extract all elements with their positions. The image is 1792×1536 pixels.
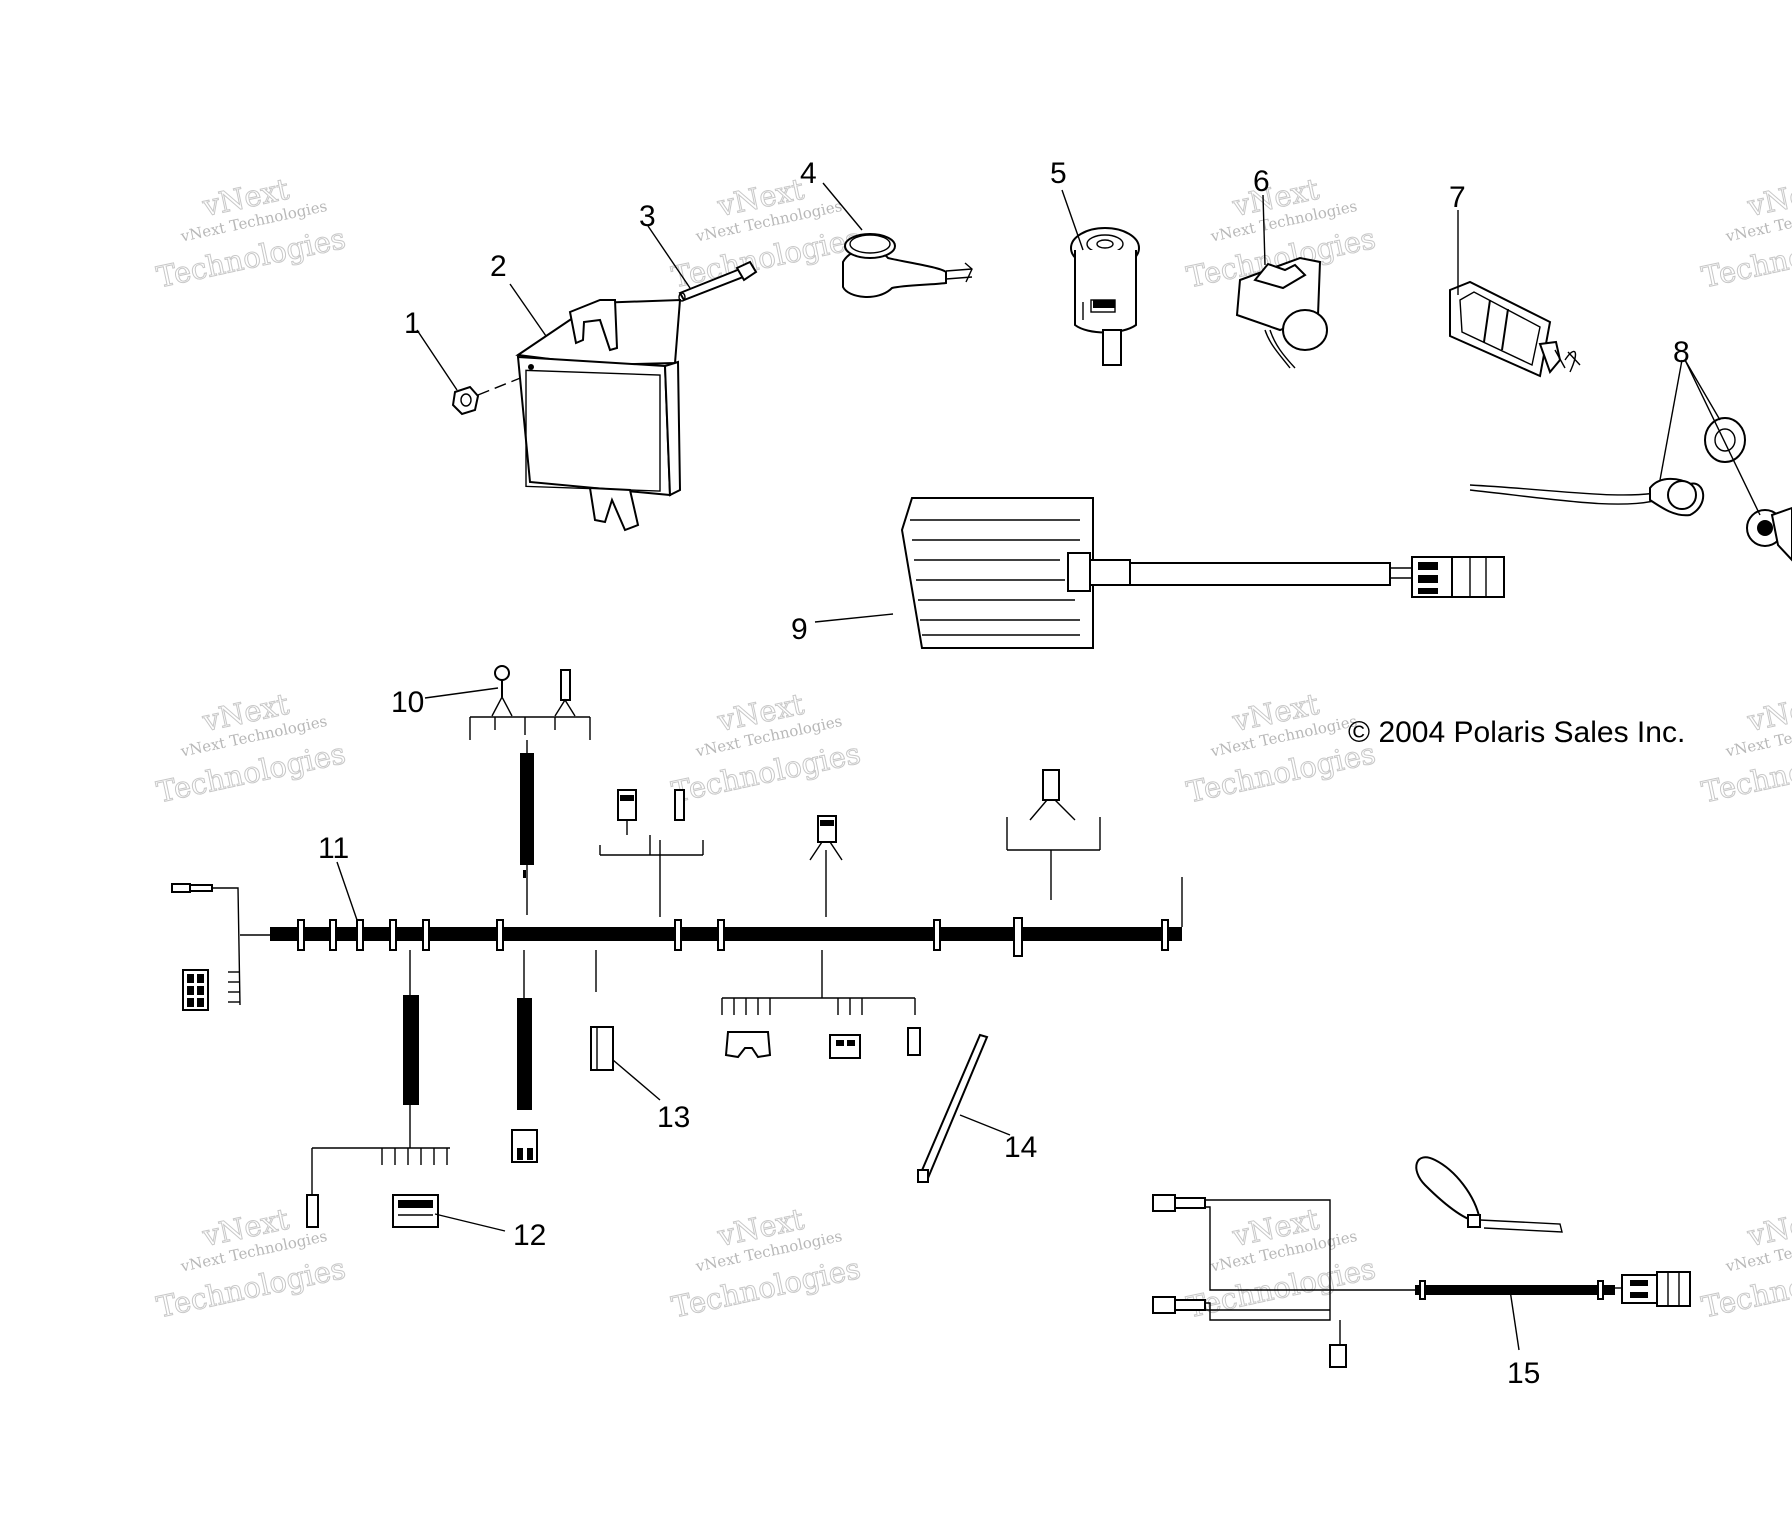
part-8-sensor [1469,417,1792,562]
callout-9: 9 [791,613,808,646]
part-9-heater-pad [900,497,1505,649]
part-4-sensor [842,233,973,298]
part-15-adapter-harness [1152,1156,1691,1368]
callout-14: 14 [1004,1131,1037,1164]
callout-7: 7 [1449,181,1466,214]
callout-5: 5 [1050,157,1067,190]
callout-labels: 1 2 3 4 5 6 7 8 9 10 11 12 13 14 15 [318,157,1690,1390]
part-3-bolt [678,260,758,302]
part-14-cable-tie [917,1033,989,1183]
part-7-flasher [1449,280,1581,378]
part-10-ring-terminal [469,665,591,915]
callout-6: 6 [1253,165,1270,198]
part-6-switch [1235,256,1328,369]
callout-2: 2 [490,250,507,283]
callout-3: 3 [639,200,656,233]
part-11-main-harness [171,769,1183,1228]
callout-15: 15 [1507,1357,1540,1390]
callout-10: 10 [391,686,424,719]
part-12-connector [392,1194,439,1228]
callout-4: 4 [800,157,817,190]
part-2-module [515,298,682,532]
callout-11: 11 [318,832,349,865]
copyright-notice: © 2004 Polaris Sales Inc. [1348,716,1685,749]
leader-lines [336,182,1761,1351]
callout-8: 8 [1673,336,1690,369]
part-13-cover [590,1026,614,1071]
callout-1: 1 [404,307,421,340]
part-5-relay [1070,227,1140,366]
callout-12: 12 [513,1219,546,1252]
callout-13: 13 [657,1101,690,1134]
